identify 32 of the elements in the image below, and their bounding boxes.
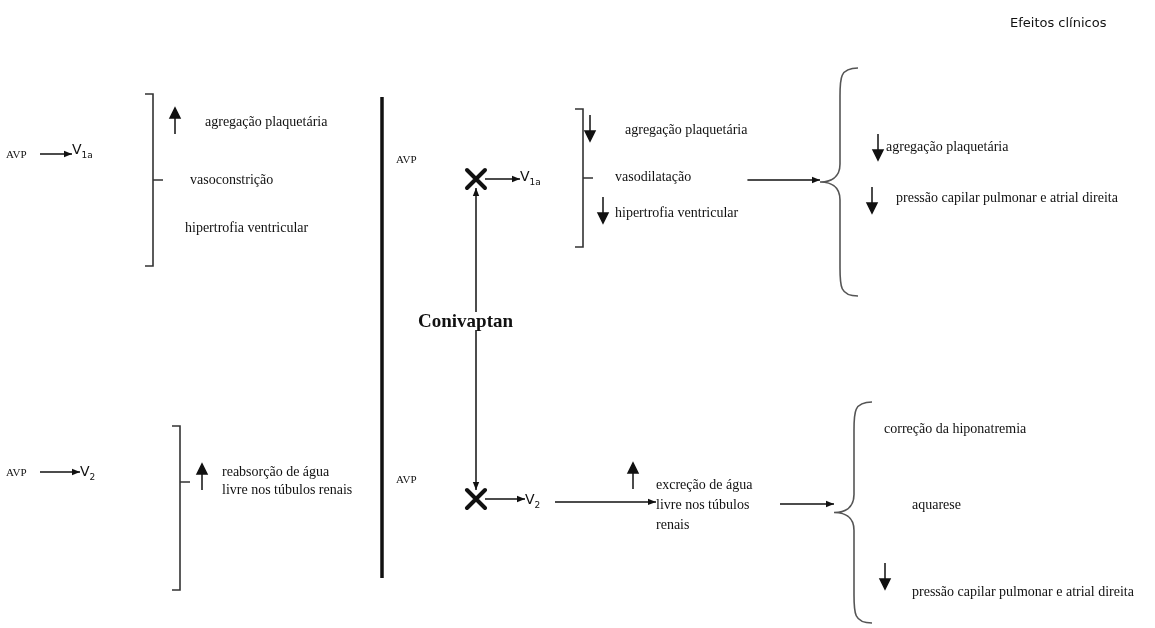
node-text: AVP — [396, 150, 430, 168]
node-text: V$_{1a}$ — [520, 167, 556, 191]
effect-text: hipertrofia ventricular — [185, 219, 309, 237]
effect-text: vasoconstrição — [190, 171, 274, 189]
effect-text: aquarese — [912, 496, 961, 514]
node-text: excreção de água livre nos túbulos renais — [656, 475, 780, 535]
effect-text: hipertrofia ventricular — [615, 204, 739, 222]
arrow — [472, 187, 480, 313]
node-text: V$_{2}$ — [80, 462, 110, 486]
arrow — [779, 500, 835, 508]
effect-text: pressão capilar pulmonar e atrial direita — [896, 189, 1118, 207]
column-heading: Efeitos clínicos — [1010, 14, 1107, 32]
arrow — [746, 176, 821, 184]
node-text: Conivaptan — [418, 312, 538, 330]
effect-text: agregação plaquetária — [886, 138, 1009, 156]
effect-text: vasodilatação — [615, 168, 692, 186]
arrow — [39, 468, 81, 476]
node-text: V$_{2}$ — [525, 490, 555, 514]
node-text: V$_{1a}$ — [72, 140, 108, 164]
arrow — [484, 175, 521, 183]
arrow — [484, 495, 526, 503]
arrow — [472, 329, 480, 491]
effect-text: pressão capilar pulmonar e atrial direita — [912, 583, 1134, 601]
node-text: AVP — [6, 145, 40, 163]
arrow — [554, 498, 657, 506]
node-text: AVP — [396, 470, 430, 488]
effect-text: agregação plaquetária — [625, 121, 748, 139]
effect-text: reabsorção de água livre nos túbulos renais — [222, 463, 354, 499]
node-text: AVP — [6, 463, 40, 481]
effect-text: agregação plaquetária — [205, 113, 328, 131]
effect-text: correção da hiponatremia — [884, 420, 1027, 438]
arrow — [39, 150, 73, 158]
